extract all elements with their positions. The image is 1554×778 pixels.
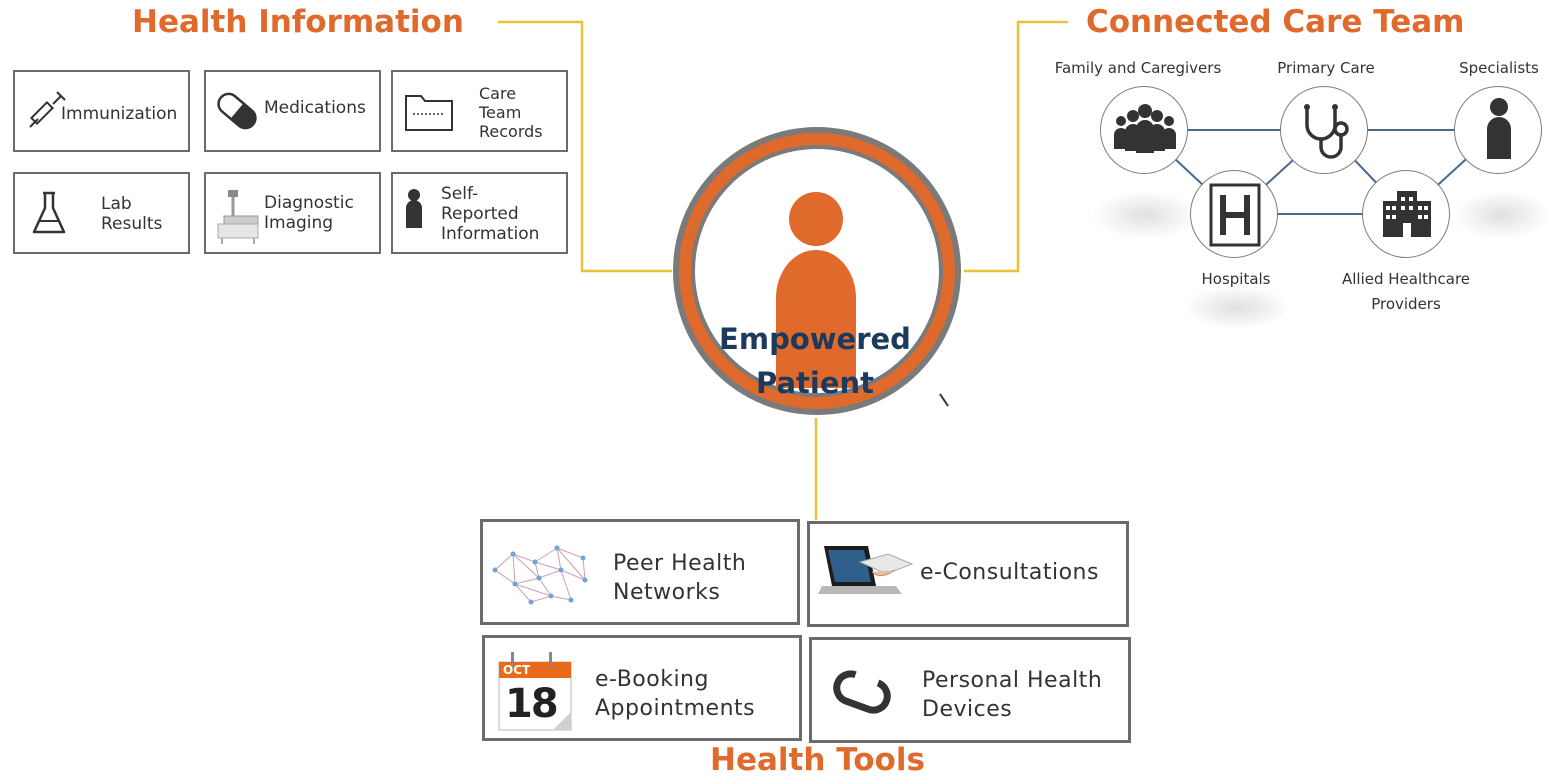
health-information-title: Health Information [132, 4, 464, 40]
patient-person-icon [776, 192, 856, 388]
lab-results-card[interactable]: Lab Results [13, 172, 190, 254]
network-icon [491, 540, 591, 610]
specialists-node[interactable] [1454, 86, 1542, 174]
family-caregivers-node[interactable] [1100, 86, 1188, 174]
empowered-patient-hub: Empowered Patient [670, 124, 964, 418]
person-icon [403, 188, 425, 232]
lab-results-label: Lab Results [101, 194, 163, 234]
self-reported-information-label: Self- Reported Information [441, 184, 540, 244]
medications-card[interactable]: Medications [204, 70, 381, 152]
empowered-label: Empowered [719, 322, 911, 356]
allied-healthcare-label: Allied Healthcare Providers [1341, 270, 1471, 313]
diagnostic-imaging-card[interactable]: Diagnostic Imaging [204, 172, 381, 254]
syringe-icon [27, 90, 67, 130]
care-team-records-label: Care Team Records [479, 84, 543, 141]
primary-care-node[interactable] [1280, 86, 1368, 174]
e-consultations-card[interactable]: e-Consultations [807, 521, 1129, 627]
hospitals-node[interactable] [1190, 170, 1278, 258]
node-shadow [1090, 190, 1200, 240]
e-consultations-label: e-Consultations [920, 560, 1099, 585]
e-booking-appointments-label: e-Booking Appointments [595, 667, 756, 721]
immunization-label: Immunization [61, 104, 178, 124]
folder-icon [403, 90, 455, 134]
fitness-band-icon [830, 666, 894, 718]
calendar-day: 18 [505, 681, 559, 727]
person-icon [1487, 98, 1511, 159]
node-shadow [1452, 190, 1552, 240]
laptop-icon [816, 542, 922, 606]
personal-health-devices-card[interactable]: Personal Health Devices [809, 637, 1131, 743]
personal-health-devices-label: Personal Health Devices [922, 668, 1103, 722]
self-reported-information-card[interactable]: Self- Reported Information [391, 172, 568, 254]
health-tools-title: Health Tools [710, 742, 925, 778]
hospitals-label: Hospitals [1201, 270, 1271, 288]
allied-healthcare-node[interactable] [1362, 170, 1450, 258]
peer-health-networks-label: Peer Health Networks [613, 551, 747, 605]
group-icon [1114, 104, 1176, 153]
primary-care-label: Primary Care [1277, 59, 1375, 77]
imaging-machine-icon [214, 186, 262, 246]
peer-health-networks-card[interactable]: Peer Health Networks [480, 519, 800, 625]
medications-label: Medications [264, 98, 366, 118]
building-icon [1383, 191, 1431, 237]
flask-icon [31, 190, 67, 236]
specialists-label: Specialists [1459, 59, 1539, 77]
connected-care-team-title: Connected Care Team [1086, 4, 1465, 40]
diagnostic-imaging-label: Diagnostic Imaging [264, 193, 354, 233]
stethoscope-icon [1304, 104, 1349, 159]
pill-icon [214, 88, 260, 134]
node-shadow [1182, 285, 1292, 330]
empowered-patient-ring [673, 127, 961, 415]
immunization-card[interactable]: Immunization [13, 70, 190, 152]
hospital-icon [1209, 183, 1261, 247]
care-team-records-card[interactable]: Care Team Records [391, 70, 568, 152]
family-caregivers-label: Family and Caregivers [1054, 59, 1222, 77]
e-booking-appointments-card[interactable]: OCT 18 e-Booking Appointments [482, 635, 802, 741]
patient-label: Patient [755, 366, 875, 400]
calendar-month: OCT [503, 663, 531, 677]
stray-mark [939, 393, 949, 407]
calendar-icon: OCT 18 [497, 648, 573, 732]
